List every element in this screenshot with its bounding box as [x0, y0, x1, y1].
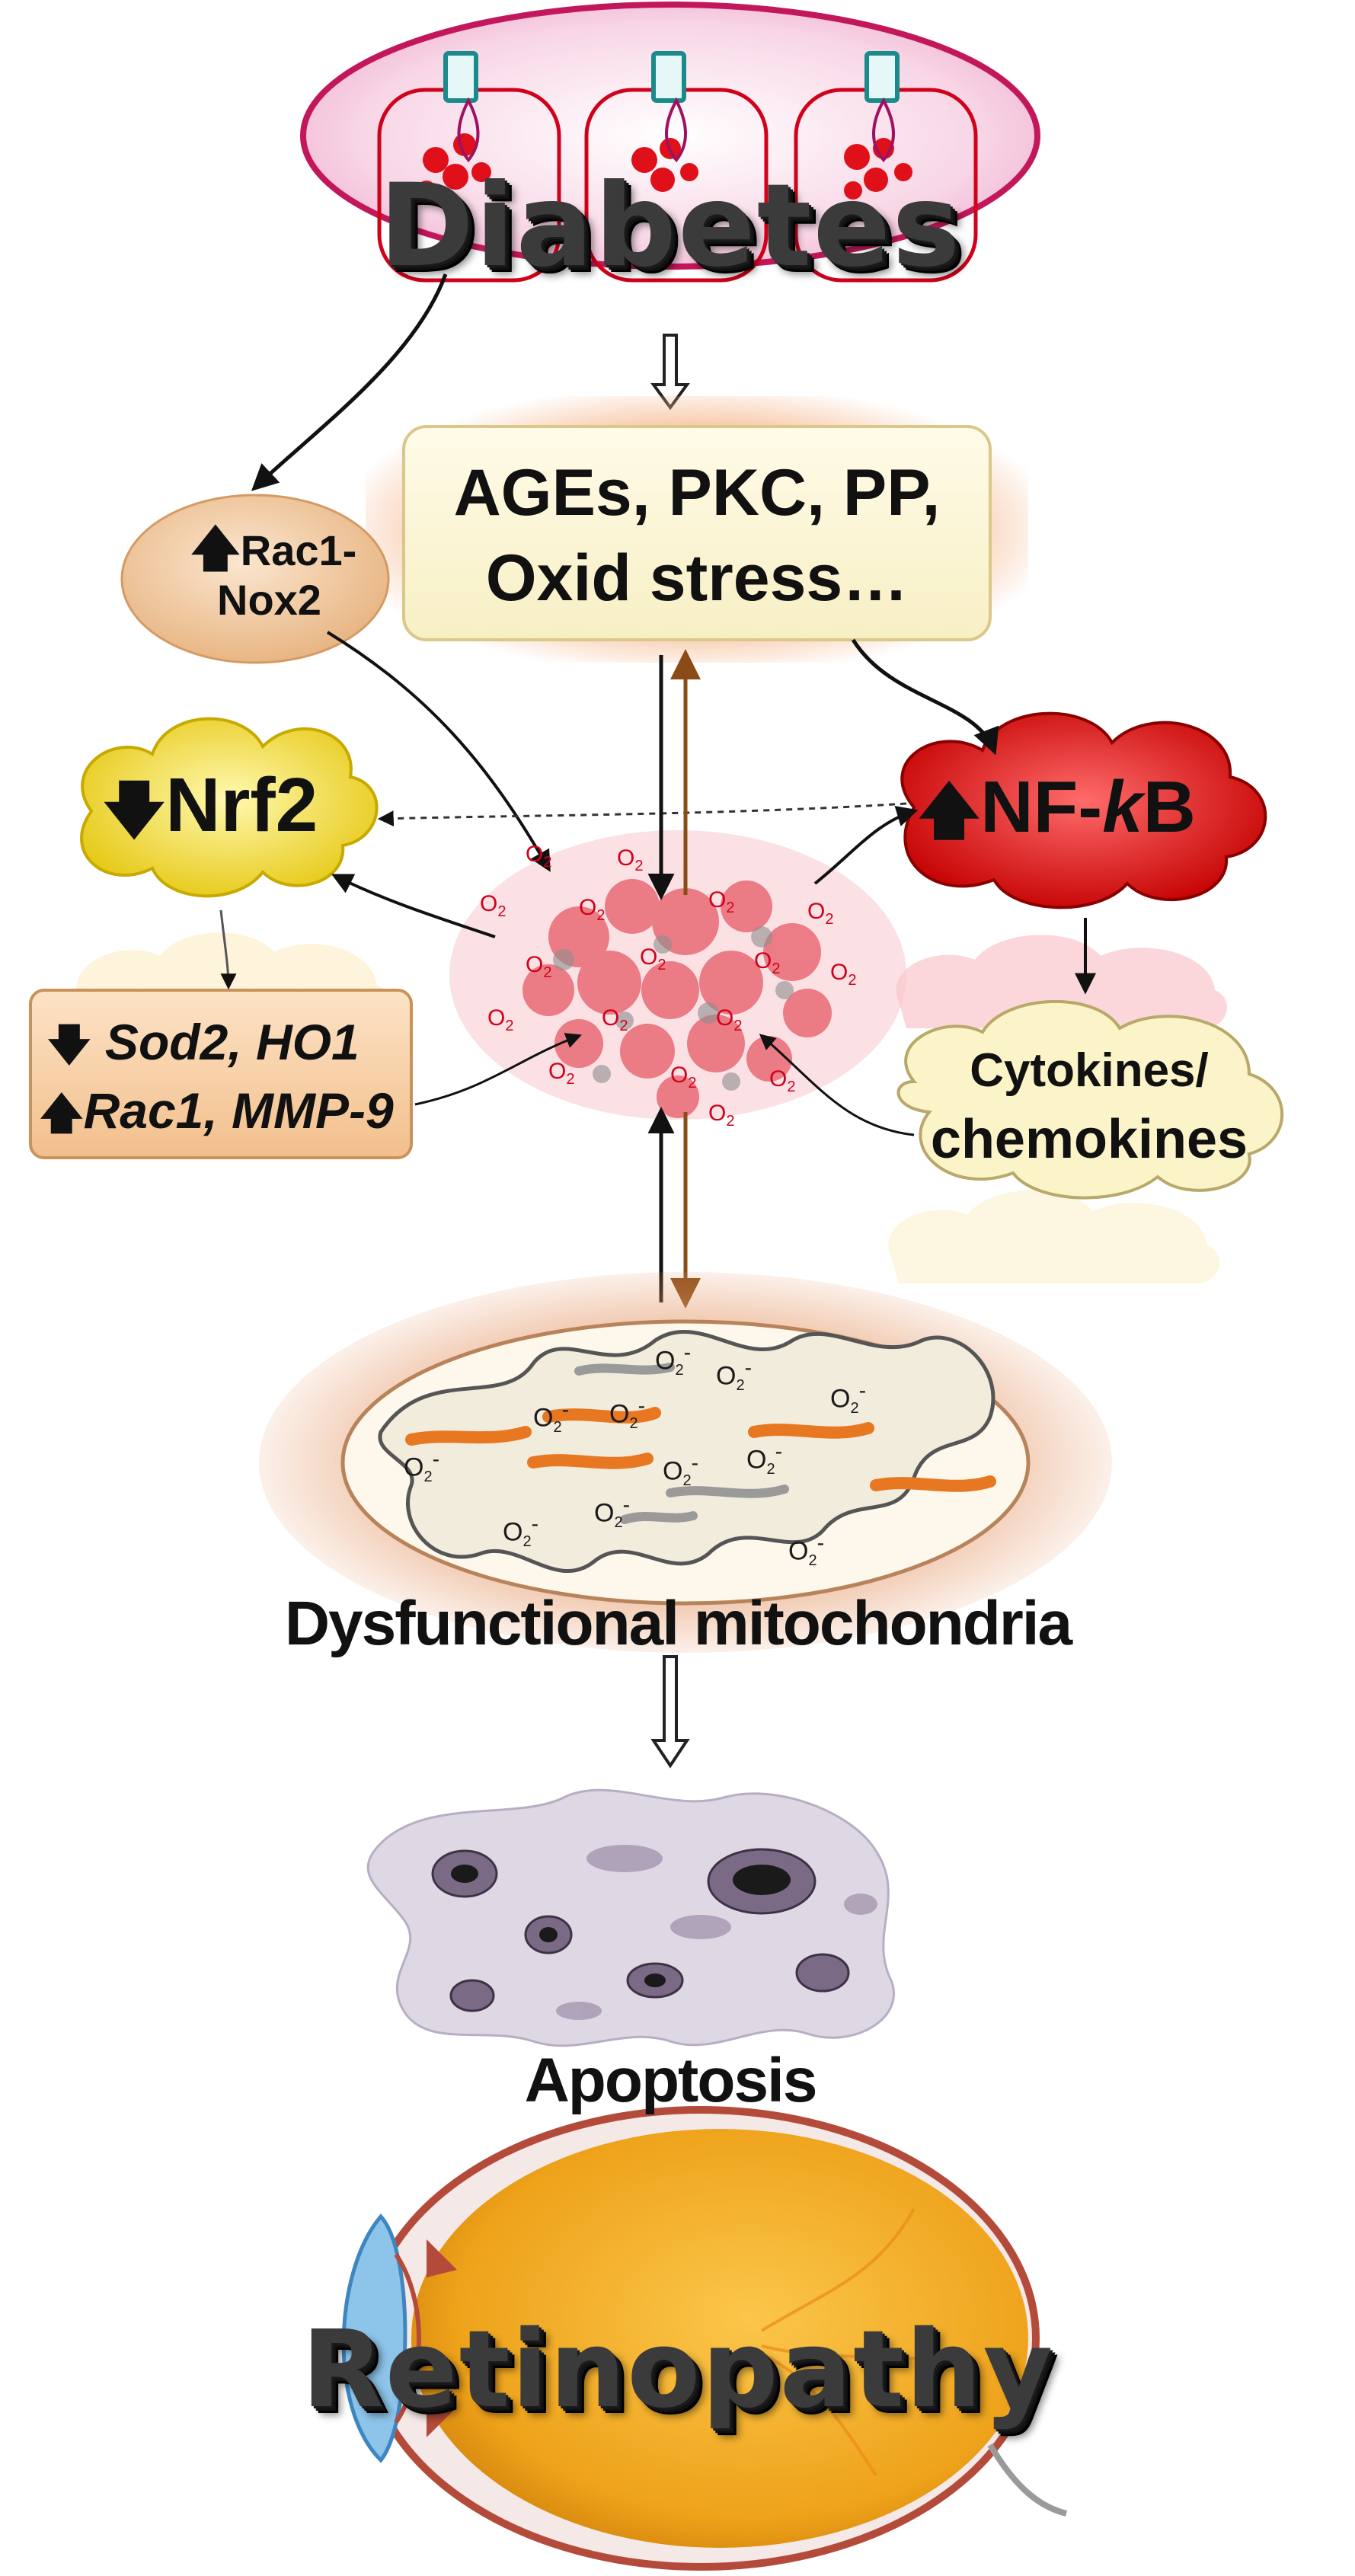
ages-box [366, 396, 1028, 663]
ros-o2-label: O2 [708, 887, 735, 916]
ros-o2-label: O2 [487, 1005, 514, 1034]
arrow-nfkb-to-nrf2-dashed [377, 802, 907, 827]
nrf2-text: Nrf2 [165, 762, 318, 848]
nfkb-label: 🡅NF-kB [918, 765, 1196, 871]
diabetes-label: Diabetes [379, 160, 962, 292]
ros-o2-label: O2 [670, 1063, 697, 1091]
ros-o2-label: O2 [526, 952, 552, 981]
diabetes-ellipse [300, 2, 1040, 270]
ros-o2-label: O2 [579, 895, 606, 924]
ros-o2-label: O2 [617, 845, 644, 874]
arrow-cytokines-to-ros [759, 1034, 915, 1136]
arrow-ages-to-nfkb [851, 638, 999, 756]
ros-o2-label: O2 [830, 960, 857, 989]
beta-cell-icons [377, 51, 978, 283]
retinopathy-label: Retinopathy [301, 2308, 1055, 2432]
superoxide-label: O2- [830, 1379, 867, 1417]
ros-cluster [449, 830, 906, 1120]
ros-o2-label: O2 [526, 842, 552, 871]
superoxide-label: O2- [655, 1341, 692, 1379]
nfkb-suffix: B [1142, 766, 1196, 848]
superoxide-label: O2- [404, 1447, 440, 1486]
ros-o2-label: O2 [807, 899, 834, 928]
sod2-label: 🡇 Sod2, HO1 [47, 1013, 360, 1087]
superoxide-label: O2- [788, 1531, 825, 1570]
ros-o2-label: O2 [480, 891, 507, 920]
arrow-nrf2-to-sod2 [219, 909, 237, 990]
rac1-label-line2: Nox2 [217, 576, 321, 624]
mitochondria-label: Dysfunctional mitochondria [284, 1589, 1072, 1658]
ages-label-line1: AGEs, PKC, PP, [453, 456, 941, 529]
rac1-nox2-oval [120, 494, 390, 664]
ros-o2-label: O2 [708, 1101, 735, 1130]
ros-o2-label: O2 [716, 1005, 743, 1034]
rac1-label-text: Rac1- [240, 526, 357, 574]
ros-o2-label: O2 [602, 1005, 628, 1034]
ros-o2-label: O2 [548, 1059, 575, 1088]
superoxide-label: O2- [716, 1356, 753, 1395]
eye-illustration [341, 2106, 1068, 2571]
arrow-mito-to-apoptosis [650, 1655, 690, 1769]
cytokines-label-line2: chemokines [930, 1109, 1248, 1170]
superoxide-label: O2- [533, 1398, 570, 1437]
nrf2-label: 🡇Nrf2 [103, 762, 318, 870]
nfkb-k: k [1102, 766, 1143, 848]
down-arrow-icon: 🡇 [103, 776, 166, 844]
cytokines-label-line1: Cytokines/ [970, 1044, 1209, 1097]
nrf2-cloud [80, 717, 379, 898]
ros-o2-label: O2 [754, 948, 781, 977]
arrow-rac1-to-ros [326, 631, 551, 872]
arrow-sod2-to-ros [414, 1033, 582, 1106]
cytokines-cloud [896, 1000, 1284, 1200]
nfkb-prefix: NF- [980, 766, 1103, 848]
arrow-diabetes-to-rac1 [251, 273, 448, 491]
rac1-text: Rac1, [83, 1082, 218, 1139]
sod2-box [29, 989, 413, 1159]
faded-cloud-right-bottom [888, 1190, 1220, 1283]
faded-cloud-right-top [896, 935, 1228, 1028]
superoxide-label: O2- [594, 1493, 631, 1532]
superoxide-label: O2- [746, 1440, 783, 1478]
superoxide-label: O2- [609, 1394, 646, 1433]
ages-label-line2: Oxid stress… [485, 542, 909, 615]
apoptosis-label: Apoptosis [524, 2046, 818, 2115]
mitochondria-illustration [259, 1272, 1112, 1653]
arrow-ros-mito-bidirectional [647, 1107, 701, 1309]
ros-o2-label: O2 [769, 1066, 796, 1095]
up-arrow-icon: 🡅 [190, 521, 241, 576]
apoptotic-cells-illustration [366, 1788, 895, 2047]
mmp-label: 🡅Rac1, MMP-9 [40, 1082, 394, 1155]
rac1-label-line1: 🡅Rac1- [190, 514, 356, 596]
superoxide-label: O2- [663, 1451, 699, 1490]
mmp9-text: MMP-9 [232, 1082, 394, 1139]
ros-o2-label: O2 [640, 944, 666, 973]
sod2-text: Sod2, HO1 [104, 1014, 360, 1070]
arrow-ros-to-nrf2 [331, 874, 496, 938]
arrow-ages-ros-bidirectional [647, 649, 701, 900]
up-arrow-icon: 🡅 [40, 1089, 84, 1137]
cell-droplets [457, 97, 895, 163]
superoxide-label: O2- [503, 1512, 539, 1551]
up-arrow-icon: 🡅 [918, 777, 981, 845]
down-arrow-icon: 🡇 [47, 1021, 91, 1069]
glucose-dots [417, 133, 912, 200]
arrow-ros-to-nfkb [813, 806, 919, 885]
